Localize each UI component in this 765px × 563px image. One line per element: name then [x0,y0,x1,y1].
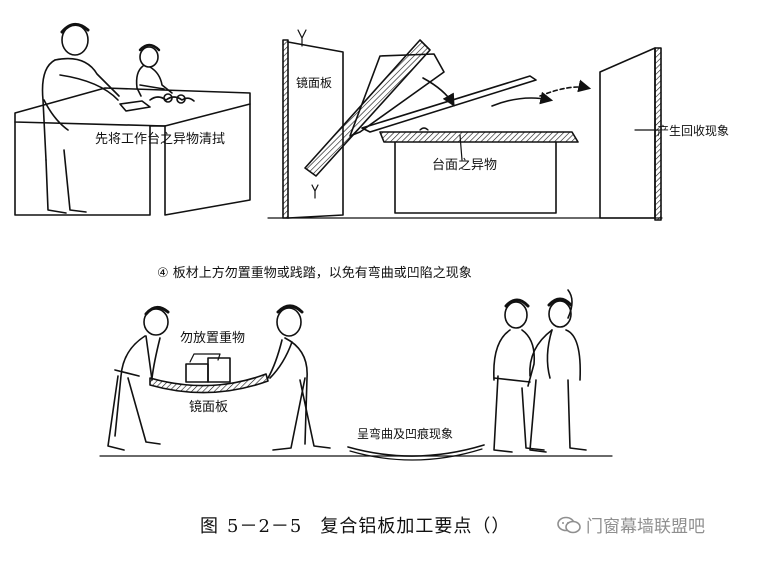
caption-close: ） [491,516,511,537]
caption-fig: 图 [200,516,219,537]
wechat-logo-icon [557,516,581,534]
table-surface [379,131,579,143]
label-rebound: 产生回收现象 [657,124,730,138]
label-clean-table: 先将工作台之异物清拭 [95,132,226,147]
panel-springback-scene [282,29,662,221]
worker-carrier-right [267,304,331,451]
mirror-panel-falling-1 [304,39,431,177]
carrying-scene [107,304,331,451]
label-bent-dented: 呈弯曲及凹痕现象 [357,427,454,441]
stepping-workers-scene [493,289,587,453]
left-wall [282,39,289,219]
worker-cleaning [41,23,120,214]
caption-title: 复合铝板加工要点（ [320,516,492,537]
heavy-box-1 [185,363,209,383]
label-no-heavy-objects: 勿放置重物 [180,331,246,346]
watermark-text: 门窗幕墙联盟吧 [586,517,705,537]
label-rule-4: ④ 板材上方勿置重物或践踏，以免有弯曲或凹陷之现象 [157,266,472,281]
rebounded-panel [599,47,656,219]
caption-number: 5－2－5 [227,516,303,537]
heavy-box-2 [207,357,231,383]
worker-standing [493,298,545,453]
watermark: 门窗幕墙联盟吧 [556,512,705,537]
worker-background [135,43,173,97]
bent-panel-floor [347,444,485,457]
worker-carrier-left [107,306,170,451]
label-mirror-panel-top: 镜面板 [296,76,333,90]
label-mirror-panel-bottom: 镜面板 [189,400,229,415]
mirror-panel-falling-2 [349,53,445,137]
workbench-scene [14,23,251,216]
workbench [14,87,251,127]
mirror-panel-falling-3 [361,75,537,133]
label-table-foreign-matter: 台面之异物 [432,158,498,173]
figure-caption: 图 5－2－5 复合铝板加工要点（） [200,512,510,538]
worker-scratching-head [529,289,587,453]
bent-mirror-panel [149,373,269,394]
